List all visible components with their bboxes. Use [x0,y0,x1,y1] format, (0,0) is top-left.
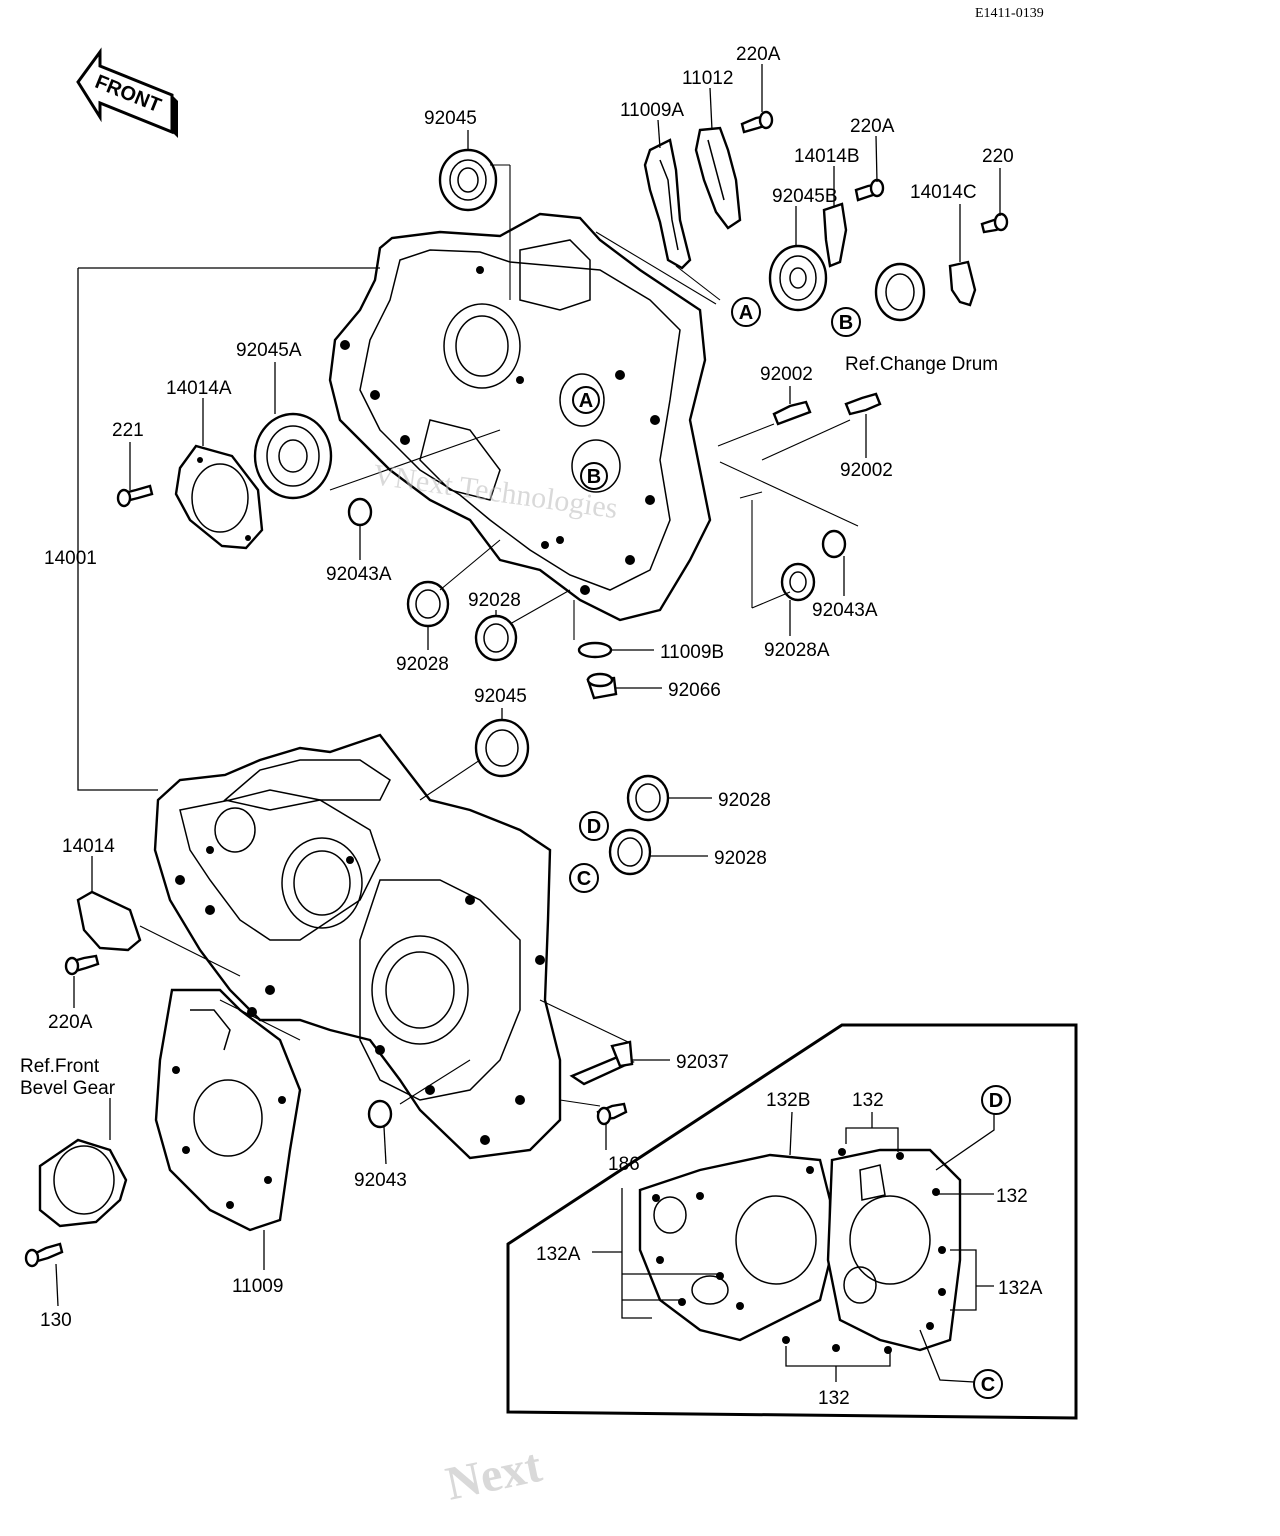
plate-14014B [822,202,848,268]
label-14014B: 14014B [794,146,860,167]
label-92043A-left: 92043A [326,564,392,585]
plate-14014 [76,890,142,952]
label-220A-low: 220A [48,1012,93,1033]
plate-92037 [569,1040,635,1086]
label-14014C: 14014C [910,182,977,203]
bushing-92028-b [474,614,518,662]
svg-text:C: C [981,1374,995,1396]
label-132A-left: 132A [536,1244,581,1265]
dowel-92043 [367,1099,393,1129]
callout-B-right: B [831,307,861,337]
svg-text:A: A [739,302,753,324]
guide-11009A [643,138,692,270]
label-132A-right: 132A [998,1278,1043,1299]
label-132-right: 132 [996,1186,1028,1207]
bolt-130 [24,1242,64,1268]
callout-D-inset: D [981,1085,1011,1115]
bolt-186 [596,1102,628,1126]
dowel-92043A-left [347,497,373,527]
callout-D-left: D [579,811,609,841]
svg-text:B: B [839,312,853,334]
label-92028-a: 92028 [396,654,449,675]
bearing-92045-mid [474,718,530,778]
callout-A-right: A [731,297,761,327]
leader-lines [55,64,1001,1307]
label-92043A-right: 92043A [812,600,878,621]
bolt-221 [116,484,154,508]
upper-crankcase [328,212,712,622]
label-11012: 11012 [682,68,733,89]
bearing-92045A [253,412,333,500]
callout-B-case: B [580,462,608,490]
label-92037: 92037 [676,1052,729,1073]
gasket-11009 [154,988,302,1232]
front-arrow-icon: FRONT [76,47,178,138]
label-132B: 132B [766,1090,810,1111]
stud-92002-b [844,392,882,416]
label-132-top: 132 [852,1090,884,1111]
bushing-92028A [780,562,816,602]
label-14001: 14001 [44,548,97,569]
label-92028-c: 92028 [714,848,767,869]
note-front-bevel-2: Bevel Gear [20,1078,116,1099]
label-220A-top: 220A [736,44,781,65]
label-92045-top: 92045 [424,108,477,129]
label-221: 221 [112,420,144,441]
label-92066: 92066 [668,680,721,701]
svg-text:A: A [579,390,593,412]
label-92028A: 92028A [764,640,830,661]
reference-code: E1411-0139 [975,6,1044,21]
label-11009B: 11009B [660,642,724,663]
label-92002-a: 92002 [760,364,813,385]
svg-text:Next: Next [441,1439,546,1511]
callout-C-inset: C [973,1369,1003,1399]
bolt-220 [980,212,1009,234]
label-220A-mid: 220A [850,116,895,137]
lower-crankcase [153,733,562,1160]
plate-14014C [948,260,977,307]
bearing-92045-top [438,148,498,212]
label-92045B: 92045B [772,186,838,207]
part-labels: 220A 11012 11009A 92045 220A 220 14014B … [20,44,1043,1409]
label-11009A: 11009A [620,100,684,121]
label-14014: 14014 [62,836,115,857]
guide-11012 [694,126,742,230]
bushing-92028-c [608,828,652,876]
label-220: 220 [982,146,1014,167]
label-14014A: 14014A [166,378,232,399]
seal-14014A [174,444,264,550]
svg-text:D: D [989,1090,1003,1112]
callout-A-case: A [572,386,600,414]
gasket-11009B [577,641,613,659]
note-change-drum: Ref.Change Drum [845,354,998,375]
bushing-92028-d [626,774,670,822]
svg-text:C: C [577,868,591,890]
note-front-bevel-1: Ref.Front [20,1056,100,1077]
bolt-220A-mid [854,178,885,202]
label-92028-b: 92028 [468,590,521,611]
dowel-92043A-right [821,529,847,559]
stud-92002-a [772,400,812,426]
alignment-lines [139,164,859,1107]
label-92045-mid: 92045 [474,686,527,707]
bolt-220A-low [64,954,100,976]
label-92028-d: 92028 [718,790,771,811]
front-bevel-gear-case [38,1138,128,1228]
label-186: 186 [608,1154,640,1175]
label-92045A: 92045A [236,340,302,361]
label-92043: 92043 [354,1170,407,1191]
label-132-bottom: 132 [818,1388,850,1409]
bearing-92045B [768,244,828,312]
bearing-change-drum [874,262,926,322]
plug-92066 [586,672,618,700]
label-130: 130 [40,1310,72,1331]
gasket-inset [506,1023,1078,1420]
svg-text:D: D [587,816,601,838]
bolt-220A-top [740,110,774,134]
label-11009: 11009 [232,1276,283,1297]
svg-text:B: B [587,466,601,488]
label-92002-b: 92002 [840,460,893,481]
callout-C-left: C [569,863,599,893]
